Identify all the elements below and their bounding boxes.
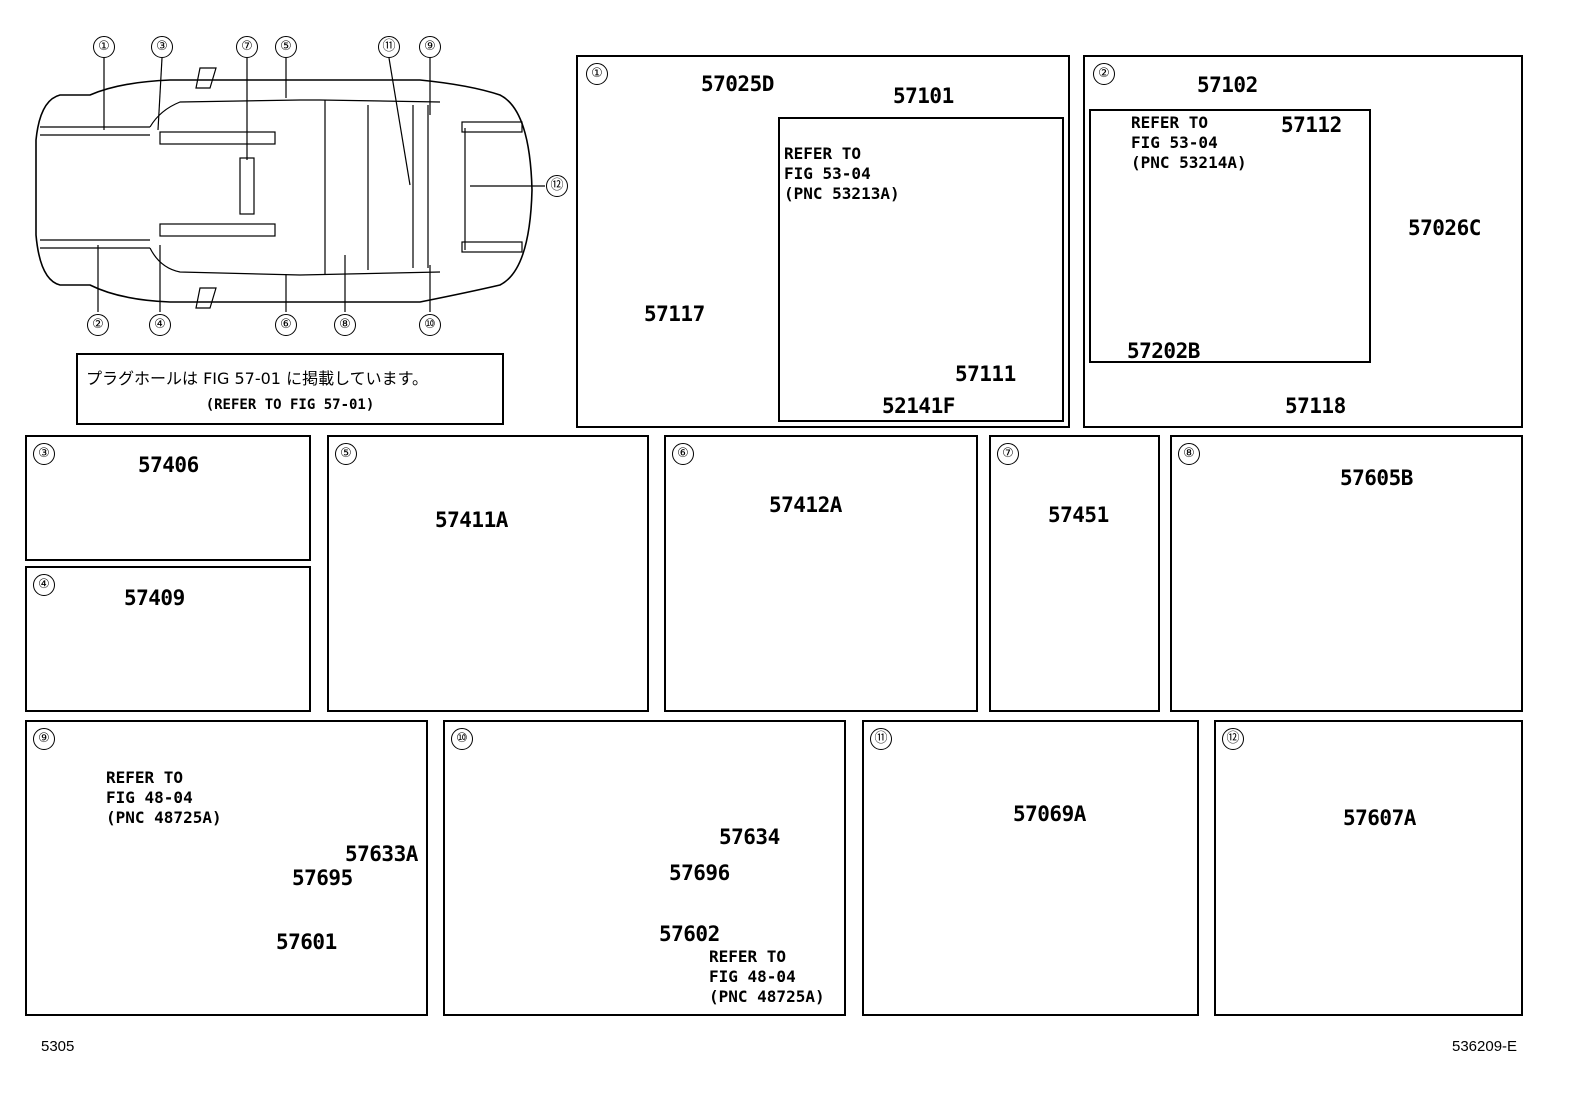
panel-8[interactable]: ⑧ <box>1170 435 1523 712</box>
part-57406[interactable]: 57406 <box>138 453 199 477</box>
marker-12[interactable]: ⑫ <box>546 175 568 197</box>
panel-number: ⑤ <box>335 443 357 465</box>
part-57069A[interactable]: 57069A <box>1013 802 1086 826</box>
panel-12[interactable]: ⑫ <box>1214 720 1523 1016</box>
panel-5[interactable]: ⑤ <box>327 435 649 712</box>
figure-id: 536209-E <box>1452 1038 1518 1055</box>
marker-9[interactable]: ⑨ <box>419 36 441 58</box>
part-57602[interactable]: 57602 <box>659 922 720 946</box>
marker-10[interactable]: ⑩ <box>419 314 441 336</box>
part-57409[interactable]: 57409 <box>124 586 185 610</box>
panel-4[interactable]: ④ <box>25 566 311 712</box>
part-57117[interactable]: 57117 <box>644 302 705 326</box>
panel-10[interactable]: ⑩ <box>443 720 846 1016</box>
assembly-57102-box <box>1089 109 1371 363</box>
part-57695[interactable]: 57695 <box>292 866 353 890</box>
panel-number: ⑥ <box>672 443 694 465</box>
panel-number: ⑧ <box>1178 443 1200 465</box>
part-57202B[interactable]: 57202B <box>1127 339 1200 363</box>
marker-6[interactable]: ⑥ <box>275 314 297 336</box>
marker-3[interactable]: ③ <box>151 36 173 58</box>
part-57102[interactable]: 57102 <box>1197 73 1258 97</box>
refer-note: REFER TO FIG 48-04 (PNC 48725A) <box>709 947 825 1006</box>
part-52141F[interactable]: 52141F <box>882 394 955 418</box>
panel-11[interactable]: ⑪ <box>862 720 1199 1016</box>
marker-2[interactable]: ② <box>87 314 109 336</box>
part-57634[interactable]: 57634 <box>719 825 780 849</box>
panel-number: ⑦ <box>997 443 1019 465</box>
panel-1[interactable]: ① <box>576 55 1070 428</box>
part-57112[interactable]: 57112 <box>1281 113 1342 137</box>
panel-9[interactable]: ⑨ <box>25 720 428 1016</box>
panel-6[interactable]: ⑥ <box>664 435 978 712</box>
refer-note: REFER TO FIG 53-04 (PNC 53214A) <box>1131 113 1247 172</box>
part-57118[interactable]: 57118 <box>1285 394 1346 418</box>
panel-number: ① <box>586 63 608 85</box>
panel-number: ⑩ <box>451 728 473 750</box>
part-57607A[interactable]: 57607A <box>1343 806 1416 830</box>
assembly-57101-box <box>778 117 1064 422</box>
part-57101[interactable]: 57101 <box>893 84 954 108</box>
panel-number: ⑨ <box>33 728 55 750</box>
refer-note: REFER TO FIG 53-04 (PNC 53213A) <box>784 144 900 203</box>
panel-2[interactable]: ② <box>1083 55 1523 428</box>
page-code: 5305 <box>41 1038 75 1055</box>
part-57601[interactable]: 57601 <box>276 930 337 954</box>
car-overview-drawing <box>35 57 545 312</box>
part-57412A[interactable]: 57412A <box>769 493 842 517</box>
part-57605B[interactable]: 57605B <box>1340 466 1413 490</box>
marker-8[interactable]: ⑧ <box>334 314 356 336</box>
part-57111[interactable]: 57111 <box>955 362 1016 386</box>
part-57026C[interactable]: 57026C <box>1408 216 1481 240</box>
panel-7[interactable]: ⑦ <box>989 435 1160 712</box>
panel-number: ② <box>1093 63 1115 85</box>
plug-hole-note: プラグホールは FIG 57-01 に掲載しています。 (REFER TO FI… <box>76 353 504 425</box>
marker-4[interactable]: ④ <box>149 314 171 336</box>
refer-note: REFER TO FIG 48-04 (PNC 48725A) <box>106 768 222 827</box>
marker-5[interactable]: ⑤ <box>275 36 297 58</box>
panel-number: ⑫ <box>1222 728 1244 750</box>
part-57025D[interactable]: 57025D <box>701 72 774 96</box>
panel-number: ④ <box>33 574 55 596</box>
marker-11[interactable]: ⑪ <box>378 36 400 58</box>
part-57451[interactable]: 57451 <box>1048 503 1109 527</box>
part-57633A[interactable]: 57633A <box>345 842 418 866</box>
note-english: (REFER TO FIG 57-01) <box>205 397 375 413</box>
marker-7[interactable]: ⑦ <box>236 36 258 58</box>
panel-3[interactable]: ③ <box>25 435 311 561</box>
panel-number: ⑪ <box>870 728 892 750</box>
part-57696[interactable]: 57696 <box>669 861 730 885</box>
part-57411A[interactable]: 57411A <box>435 508 508 532</box>
marker-1[interactable]: ① <box>93 36 115 58</box>
panel-number: ③ <box>33 443 55 465</box>
note-japanese: プラグホールは FIG 57-01 に掲載しています。 <box>86 369 428 388</box>
